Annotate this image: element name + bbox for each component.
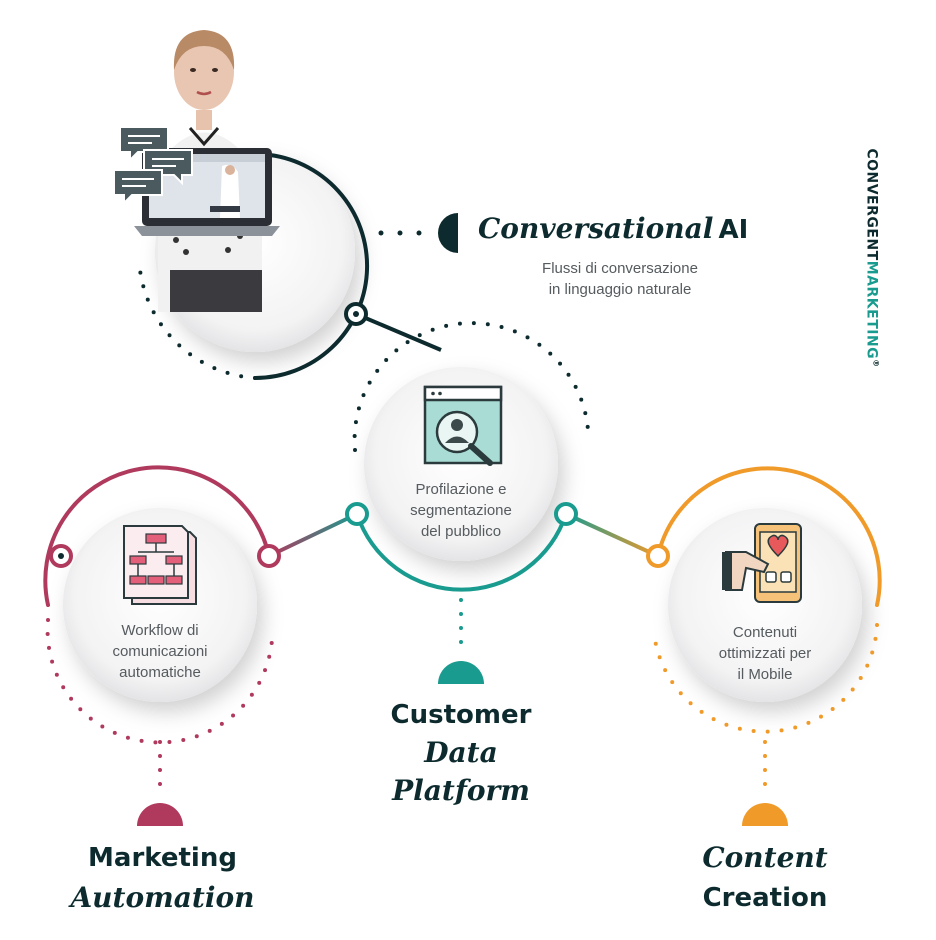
cdp-title-line3: Platform (392, 774, 530, 807)
marketing-arc (43, 465, 271, 607)
mobile-content-icon (722, 523, 802, 603)
connector-right (565, 512, 659, 558)
cdp-title-line2: Data (424, 736, 498, 769)
marketing-title: Marketing Automation (40, 838, 285, 918)
cdp-half-circle-marker (438, 661, 484, 684)
content-node (646, 466, 882, 826)
marketing-desc-line3: automatiche (119, 664, 201, 681)
content-connector-node (646, 544, 670, 568)
cdp-title: Customer Data Platform (351, 696, 571, 810)
conversational-dotted-arc (138, 268, 257, 380)
person-face (174, 34, 234, 110)
marketing-connector-node (257, 544, 281, 568)
cdp-dotted-arc (352, 321, 590, 452)
workflow-flowchart-icon (123, 525, 197, 605)
marketing-description: Workflow di comunicazioni automatiche (85, 620, 235, 683)
marketing-desc-line1: Workflow di (121, 622, 199, 639)
marketing-half-circle-marker (137, 803, 183, 826)
content-title: Content Creation (650, 838, 880, 918)
content-circle (668, 508, 862, 702)
conversational-label-dots (378, 230, 422, 236)
cdp-arc (355, 512, 568, 592)
person-hair (173, 30, 235, 70)
conversational-title: Conversational AI (478, 212, 778, 256)
connector-right-node-cdp (554, 502, 578, 526)
brand-part2: MARKETING (863, 260, 880, 360)
brand-logo-vertical: CONVERGENTMARKETING® (864, 148, 881, 367)
marketing-desc-line2: comunicazioni (112, 643, 208, 660)
connector-left-node-cdp (345, 502, 369, 526)
cdp-desc-line3: del pubblico (420, 523, 502, 540)
content-desc-line1: Contenuti (732, 624, 798, 641)
conversational-half-circle-marker (438, 213, 458, 253)
cdp-node (352, 321, 590, 684)
cdp-description: Profilazione e segmentazione del pubblic… (381, 479, 541, 542)
content-half-circle-marker (742, 803, 788, 826)
conversational-desc-line1: Flussi di conversazione (542, 260, 698, 277)
conversational-node (113, 30, 458, 380)
cdp-desc-line2: segmentazione (410, 502, 512, 519)
connector-left (268, 512, 358, 558)
brand-part1: CONVERGENT (863, 148, 880, 261)
marketing-title-line1: Marketing (88, 843, 237, 873)
content-desc-line3: il Mobile (737, 666, 793, 683)
content-arc (656, 466, 882, 607)
conversational-arc (253, 153, 370, 380)
cdp-title-line1: Customer (390, 700, 532, 730)
connector-top (355, 312, 442, 352)
marketing-title-line2: Automation (70, 881, 255, 914)
content-title-line1: Content (702, 841, 828, 874)
content-title-line2: Creation (702, 883, 828, 913)
conversational-desc-line2: in linguaggio naturale (548, 281, 692, 298)
conversational-description: Flussi di conversazione in linguaggio na… (500, 258, 740, 300)
conversational-title-italic: Conversational (478, 212, 714, 245)
chat-bubbles-icon (113, 126, 193, 206)
profile-search-icon (423, 385, 503, 466)
content-desc-line2: ottimizzati per (718, 645, 812, 662)
content-description: Contenuti ottimizzati per il Mobile (690, 622, 840, 685)
cdp-desc-line1: Profilazione e (415, 481, 507, 498)
marketing-node (43, 465, 281, 826)
brand-registered-mark: ® (871, 359, 881, 368)
conversational-title-plain: AI (718, 215, 749, 245)
